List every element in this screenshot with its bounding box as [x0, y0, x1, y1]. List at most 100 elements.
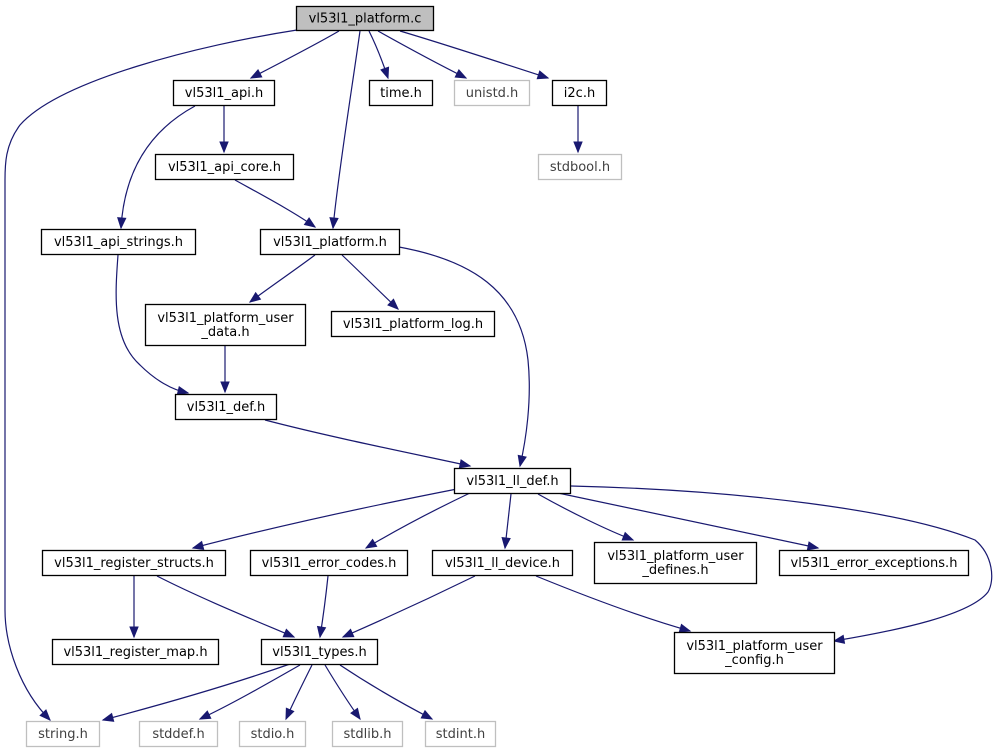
node-label: vl53l1_ll_device.h — [445, 556, 560, 571]
edge-line — [342, 575, 476, 638]
edge-regstructs-to-types — [156, 575, 296, 638]
edge-line — [249, 254, 316, 303]
node-label: vl53l1_api_core.h — [168, 160, 281, 175]
node-regmap[interactable]: vl53l1_register_map.h — [51, 638, 220, 666]
node-box — [453, 79, 531, 107]
node-root[interactable]: vl53l1_platform.c — [295, 5, 435, 32]
edge-puserdata-to-def — [220, 345, 230, 394]
node-box — [172, 79, 276, 107]
node-box — [778, 549, 970, 577]
node-box — [154, 153, 295, 181]
node-label: vl53l1_platform_user — [157, 311, 294, 326]
edge-line — [537, 493, 634, 541]
node-label: stdbool.h — [550, 160, 610, 175]
node-box — [551, 79, 608, 107]
node-lldevice[interactable]: vl53l1_ll_device.h — [431, 549, 574, 577]
node-puserdata[interactable]: vl53l1_platform_user_data.h — [144, 303, 307, 347]
node-box — [51, 638, 220, 666]
edge-lldef-to-puserdefines — [537, 493, 635, 541]
edge-line — [332, 30, 361, 229]
node-label: vl53l1_error_exceptions.h — [791, 556, 958, 571]
edge-line — [115, 254, 189, 394]
node-box — [453, 467, 572, 495]
edge-line — [399, 30, 549, 79]
node-box — [424, 720, 497, 748]
node-label: time.h — [380, 86, 422, 101]
node-unistd: unistd.h — [453, 79, 531, 107]
node-label: _data.h — [200, 325, 249, 340]
edge-platform-to-puserdata — [248, 254, 316, 303]
node-box — [40, 228, 197, 256]
node-label: vl53l1_register_structs.h — [54, 556, 214, 571]
node-puserconfig[interactable]: vl53l1_platform_user_config.h — [673, 631, 836, 675]
node-label: string.h — [38, 727, 88, 742]
node-label: vl53l1_api_strings.h — [54, 235, 183, 250]
node-time[interactable]: time.h — [368, 79, 434, 107]
node-i2c[interactable]: i2c.h — [551, 79, 608, 107]
edge-api-to-apistrings — [117, 105, 196, 230]
arrowhead-icon — [117, 217, 127, 230]
arrowhead-icon — [39, 709, 51, 721]
edge-line — [341, 254, 399, 310]
node-platform[interactable]: vl53l1_platform.h — [259, 228, 401, 256]
node-stdbool: stdbool.h — [537, 153, 623, 181]
arrowhead-icon — [303, 217, 317, 228]
node-label: vl53l1_platform.c — [309, 12, 422, 27]
arrowhead-icon — [350, 707, 361, 721]
edge-def-to-lldef — [264, 419, 472, 469]
edge-line — [264, 419, 471, 467]
edge-types-to-stdlib — [324, 664, 361, 721]
node-label: vl53l1_error_codes.h — [262, 556, 397, 571]
edge-line — [234, 179, 316, 228]
node-plog[interactable]: vl53l1_platform_log.h — [330, 310, 496, 338]
node-box — [25, 720, 101, 748]
node-def[interactable]: vl53l1_def.h — [174, 393, 278, 421]
arrowhead-icon — [832, 634, 846, 644]
edge-root-to-unistd — [377, 30, 468, 79]
node-errexc[interactable]: vl53l1_error_exceptions.h — [778, 549, 970, 577]
node-errcodes[interactable]: vl53l1_error_codes.h — [249, 549, 409, 577]
node-lldef[interactable]: vl53l1_ll_def.h — [453, 467, 572, 495]
node-label: _config.h — [724, 653, 784, 668]
edge-lldevice-to-puserconfig — [535, 575, 692, 633]
node-label: stdio.h — [251, 727, 295, 742]
arrowhead-icon — [573, 141, 583, 154]
node-box — [144, 303, 307, 347]
arrowhead-icon — [219, 141, 229, 154]
edge-root-to-string — [4, 29, 298, 721]
node-label: stdint.h — [436, 727, 485, 742]
node-regstructs[interactable]: vl53l1_register_structs.h — [41, 549, 227, 577]
node-puserdefines[interactable]: vl53l1_platform_user_defines.h — [593, 541, 758, 585]
arrowhead-icon — [285, 707, 295, 721]
node-box — [593, 541, 758, 585]
arrowhead-icon — [191, 540, 205, 550]
arrowhead-icon — [806, 541, 820, 551]
arrowhead-icon — [329, 217, 339, 230]
node-box — [260, 638, 379, 666]
node-stdio: stdio.h — [238, 720, 307, 748]
edges-layer — [4, 29, 993, 722]
edge-types-to-string — [101, 663, 291, 722]
edge-lldef-to-puserconfig — [570, 485, 993, 644]
edge-line — [192, 488, 458, 549]
node-label: vl53l1_platform_user — [607, 549, 744, 564]
node-box — [41, 549, 227, 577]
arrowhead-icon — [454, 69, 468, 79]
node-api[interactable]: vl53l1_api.h — [172, 79, 276, 107]
edge-i2c-to-stdbool — [573, 106, 583, 154]
edge-root-to-platform — [329, 30, 361, 230]
arrowhead-icon — [341, 628, 355, 638]
arrowhead-icon — [129, 626, 139, 639]
node-types[interactable]: vl53l1_types.h — [260, 638, 379, 666]
node-apistrings[interactable]: vl53l1_api_strings.h — [40, 228, 197, 256]
node-apicore[interactable]: vl53l1_api_core.h — [154, 153, 295, 181]
arrowhead-icon — [282, 628, 296, 638]
node-box — [138, 720, 219, 748]
node-box — [368, 79, 434, 107]
node-label: stddef.h — [152, 727, 204, 742]
edge-lldevice-to-types — [341, 575, 476, 638]
node-box — [673, 631, 836, 675]
edge-types-to-stddef — [198, 664, 301, 720]
node-label: i2c.h — [564, 86, 595, 101]
